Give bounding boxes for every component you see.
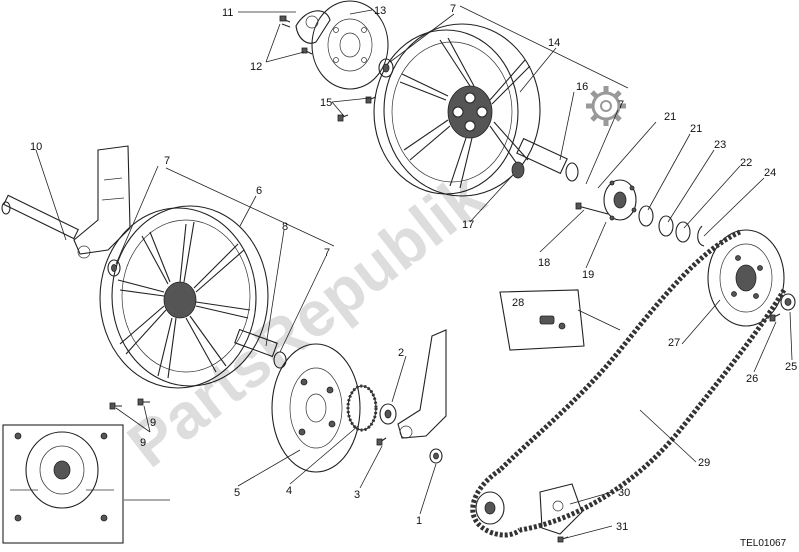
callout-7a: 7 [450,3,456,15]
bearings-and-circlip [638,205,705,247]
front-axle [1,194,79,240]
callout-9a: 9 [150,417,156,429]
callout-26: 27 [668,337,680,349]
leader-lines [35,9,793,539]
sprocket-nut-24 [780,293,796,311]
callout-12: 12 [250,61,262,73]
callout-18: 18 [538,257,550,269]
master-link-inset [499,289,621,351]
sprocket-cover-29 [539,483,583,535]
rear-caliper-bracket [295,10,331,44]
sprocket-detail-inset [2,424,124,544]
callout-17: 17 [462,219,474,231]
callout-28: 29 [698,457,710,469]
rear-sprocket [707,229,785,327]
gear-icon [586,86,626,126]
callout-16: 16 [576,81,588,93]
fork-leg-right [397,329,447,439]
pinch-bolt-1 [429,448,443,464]
callout-15: 15 [320,97,332,109]
rear-disc-screws-15 [337,96,377,122]
callout-25: 26 [746,373,758,385]
callout-23: 24 [764,167,776,179]
front-brake-disc [271,343,361,473]
drive-chain [470,229,787,538]
callout-9b: 9 [140,437,146,449]
callout-labels: 11 12 13 7 14 15 16 7 21 21 23 22 24 17 … [30,3,797,533]
callout-7c: 7 [164,155,170,167]
fork-leg-left [73,145,131,259]
callout-29: 30 [618,487,630,499]
callout-19: 19 [582,269,594,281]
callout-3: 3 [354,489,360,501]
callout-27: 28 [512,297,524,309]
rear-wheel-group-line [459,5,629,89]
callout-1: 1 [416,515,422,527]
callout-13: 13 [374,5,386,17]
valve-screws-9 [109,398,150,410]
callout-21b: 22 [740,157,752,169]
callout-11: 11 [222,7,233,19]
tone-wheel-4 [346,384,378,432]
callout-30: 31 [616,521,628,533]
reference-code: TEL01067 [740,538,787,549]
rear-axle-bearing-7 [378,58,394,78]
callout-7b: 7 [618,99,624,111]
rear-wheel [373,23,541,197]
callout-21a: 21 [690,123,702,135]
front-sprocket [475,491,505,525]
axle-nut-2 [379,403,397,425]
rear-brake-disc [311,0,389,90]
callout-24: 25 [785,361,797,373]
callout-8: 8 [282,221,288,233]
callout-10: 10 [30,141,42,153]
front-wheel [99,205,269,389]
callout-22: 23 [714,139,726,151]
callout-4: 4 [286,485,292,497]
cush-drive-flange [603,179,637,221]
disc-screw-3 [376,437,387,446]
bracket-screws [279,15,313,55]
callout-14: 14 [548,37,560,49]
callout-5: 5 [234,487,240,499]
front-bearing-7 [107,259,121,277]
callout-7d: 7 [324,247,330,259]
flange-stud-18 [575,202,609,215]
callout-2: 2 [398,347,404,359]
callout-20: 21 [664,111,676,123]
rear-spacer-bearing-16 [511,137,579,182]
callout-6: 6 [256,185,262,197]
sprocket-stud-25 [769,313,781,322]
